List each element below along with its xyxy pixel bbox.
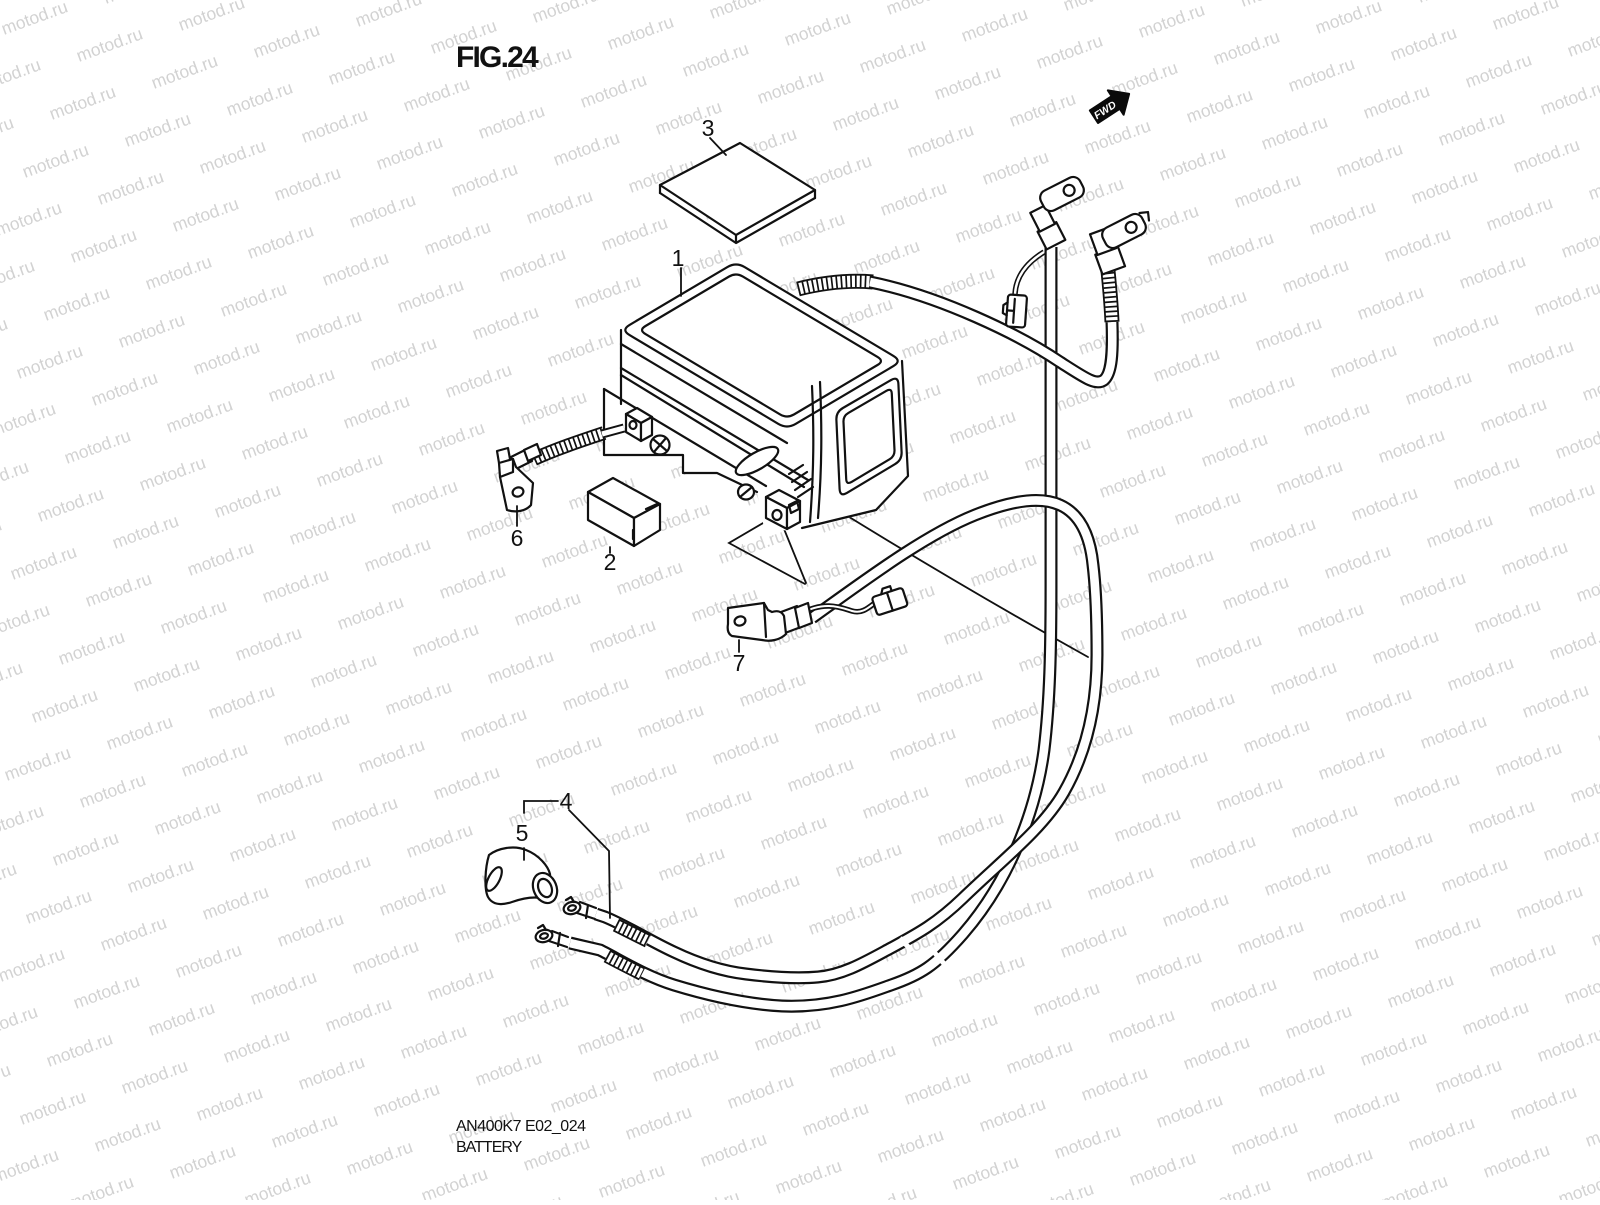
svg-text:FIG.24: FIG.24 — [456, 41, 539, 74]
svg-text:2: 2 — [604, 549, 617, 575]
svg-text:3: 3 — [702, 115, 715, 141]
svg-text:7: 7 — [733, 650, 746, 676]
svg-text:1: 1 — [672, 245, 685, 271]
svg-text:6: 6 — [511, 525, 524, 551]
svg-text:AN400K7 E02_024: AN400K7 E02_024 — [456, 1118, 586, 1135]
svg-text:BATTERY: BATTERY — [456, 1139, 523, 1156]
svg-text:5: 5 — [516, 820, 529, 846]
svg-text:4: 4 — [560, 788, 573, 814]
